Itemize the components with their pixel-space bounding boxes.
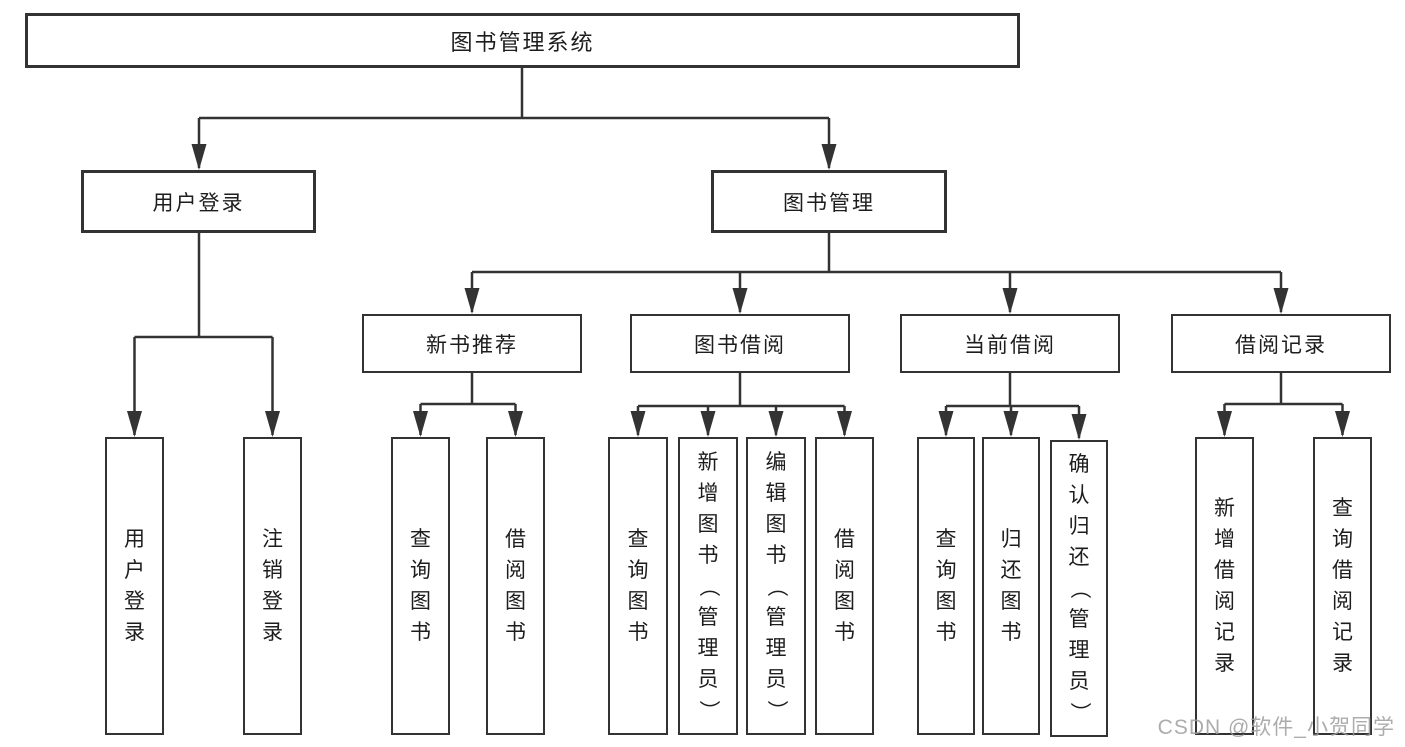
csdn-watermark: CSDN @软件_小贺同学: [1157, 716, 1395, 739]
leaf-edit-book-admin: 编辑图书（管理员）: [746, 437, 806, 735]
node-book-management: 图书管理: [711, 170, 947, 233]
leaf-borrow-books-recommend: 借阅图书: [486, 437, 545, 735]
node-borrow-records: 借阅记录: [1171, 314, 1391, 373]
node-root: 图书管理系统: [25, 13, 1020, 68]
leaf-confirm-return-admin: 确认归还（管理员）: [1050, 440, 1108, 737]
leaf-borrow-books: 借阅图书: [815, 437, 874, 735]
tree-edges: [133, 66, 1344, 438]
node-current-borrow: 当前借阅: [900, 314, 1120, 373]
node-user-login: 用户登录: [81, 170, 316, 233]
leaf-return-book: 归还图书: [982, 437, 1040, 735]
node-new-book-recommend: 新书推荐: [362, 314, 582, 373]
leaf-query-books-borrow: 查询图书: [608, 437, 668, 735]
leaf-add-book-admin: 新增图书（管理员）: [678, 437, 738, 735]
leaf-logout: 注销登录: [243, 437, 302, 735]
leaf-query-books-recommend: 查询图书: [391, 437, 450, 735]
leaf-user-login: 用户登录: [105, 437, 164, 735]
leaf-query-books-current: 查询图书: [917, 437, 975, 735]
node-book-borrow: 图书借阅: [630, 314, 850, 373]
leaf-query-borrow-record: 查询借阅记录: [1313, 437, 1372, 735]
leaf-add-borrow-record: 新增借阅记录: [1195, 437, 1254, 735]
